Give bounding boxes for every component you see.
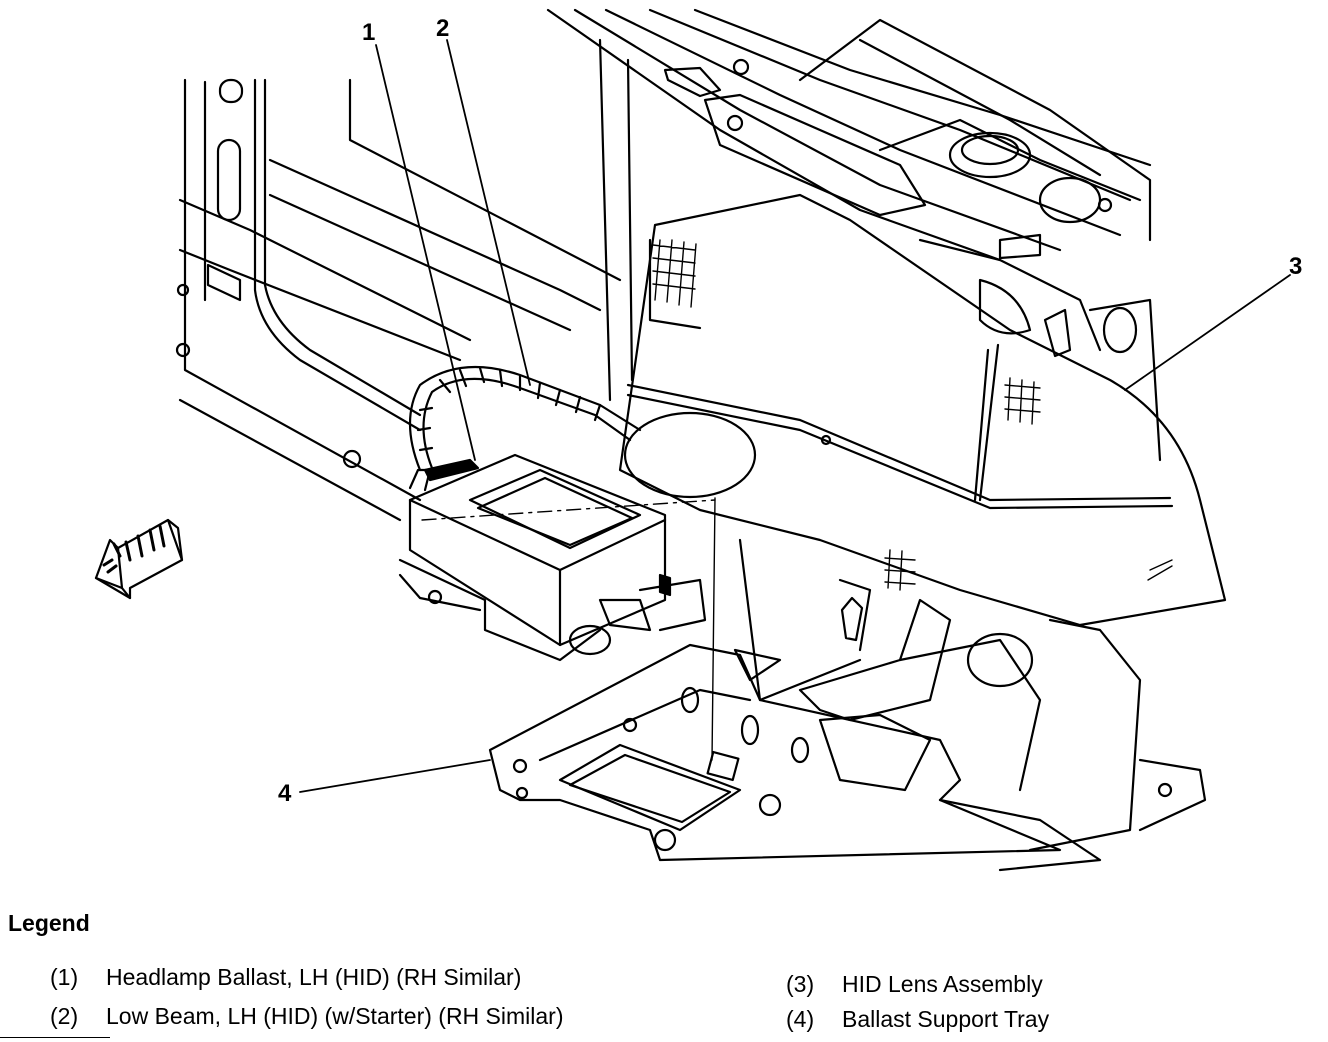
legend-item-code: (1) [50, 964, 79, 990]
alignment-lines [421, 497, 716, 761]
lower-mounting-bracket [733, 538, 1207, 872]
callout-2: 2 [436, 15, 449, 42]
legend-item-4: (4) Ballast Support Tray [786, 1006, 1049, 1033]
legend-item-code: (2) [50, 1003, 79, 1029]
legend-item-text: Ballast Support Tray [842, 1006, 1050, 1032]
legend-item-text: HID Lens Assembly [842, 971, 1043, 997]
legend-item-3: (3) HID Lens Assembly [786, 971, 1043, 998]
legend-item-2: (2) Low Beam, LH (HID) (w/Starter) (RH Si… [50, 1003, 564, 1030]
forward-arrow-icon [94, 518, 184, 600]
legend-item-text: Headlamp Ballast, LH (HID) (RH Similar) [106, 964, 522, 990]
inner-fender-panel [175, 78, 472, 522]
legend-title: Legend [8, 910, 90, 936]
ballast-support-tray [488, 643, 1062, 862]
legend-item-code: (4) [786, 1006, 815, 1032]
callout-4: 4 [278, 780, 292, 807]
legend-item-code: (3) [786, 971, 815, 997]
callout-1: 1 [362, 19, 375, 46]
low-beam-harness [408, 365, 642, 472]
hid-lens-assembly [618, 193, 1227, 627]
callout-leaders [299, 39, 1291, 793]
callout-3: 3 [1289, 253, 1302, 280]
headlamp-ballast-diagram: 1 2 3 4 [94, 8, 1302, 872]
upper-frame-rails [268, 8, 1152, 402]
legend-item-text: Low Beam, LH (HID) (w/Starter) (RH Simil… [106, 1003, 564, 1029]
legend-item-1: (1) Headlamp Ballast, LH (HID) (RH Simila… [50, 964, 521, 991]
headlamp-ballast [398, 453, 707, 662]
legend: Legend (1) Headlamp Ballast, LH (HID) (RH… [0, 900, 1328, 1042]
divider [0, 1037, 110, 1038]
radiator-support-structure [798, 18, 1162, 462]
